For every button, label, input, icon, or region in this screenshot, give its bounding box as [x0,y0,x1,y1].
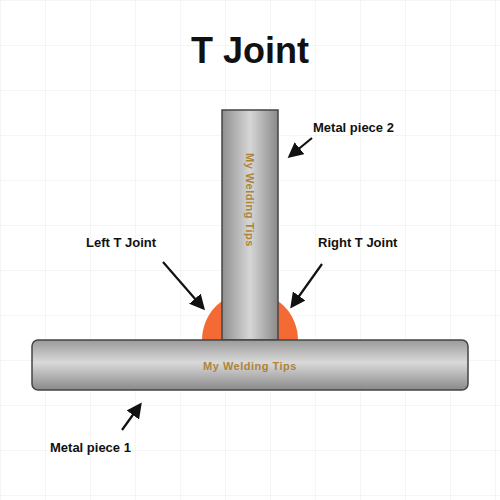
metal-piece-vertical [222,110,278,340]
part-label: Metal piece 2 [313,120,394,135]
watermark: My Welding Tips [244,153,256,247]
watermark: My Welding Tips [203,360,297,372]
diagram-title: T Joint [191,30,309,72]
leader-arrow [163,262,203,308]
joint-label: Right T Joint [318,235,397,250]
leader-arrow [122,405,140,430]
leader-arrow [292,264,322,306]
metal-piece-horizontal [32,340,468,390]
leader-arrow [290,138,312,156]
part-label: Metal piece 1 [50,440,131,455]
joint-label: Left T Joint [86,235,156,250]
